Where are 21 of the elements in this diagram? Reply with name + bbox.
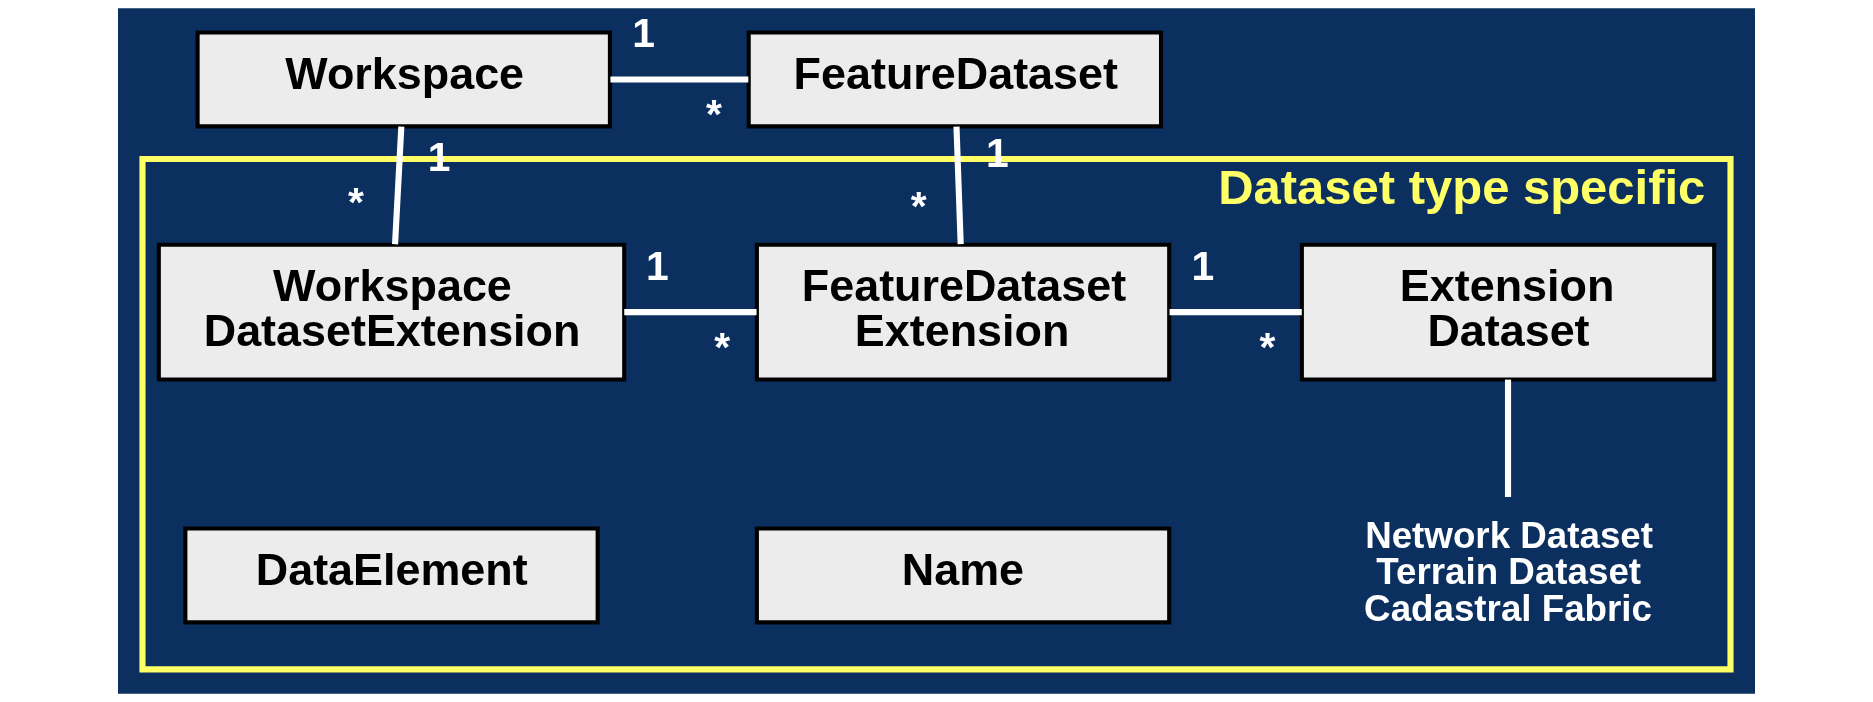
node-box: Workspace DatasetExtension <box>156 242 627 382</box>
label: 1 <box>1191 242 1215 289</box>
node-box: FeatureDataset <box>746 30 1164 129</box>
node-text: Network Dataset Terrain Dataset Cadastral Fabric <box>1364 514 1653 630</box>
label: 1 <box>646 242 669 289</box>
connector <box>392 126 405 245</box>
label: * <box>706 91 722 138</box>
connector <box>953 126 964 245</box>
node-box: FeatureDataset Extension <box>754 242 1172 382</box>
node-box: DataElement <box>183 526 600 625</box>
node-box: Extension Dataset <box>1299 242 1717 382</box>
label: * <box>910 182 927 229</box>
connector <box>1169 309 1302 316</box>
label: * <box>714 323 731 370</box>
node-box: Workspace <box>195 30 612 129</box>
connector <box>610 76 749 83</box>
label: 1 <box>632 9 655 56</box>
connector <box>624 309 757 316</box>
label: * <box>1259 323 1276 370</box>
node-box: Name <box>754 526 1172 625</box>
label: * <box>348 179 364 226</box>
